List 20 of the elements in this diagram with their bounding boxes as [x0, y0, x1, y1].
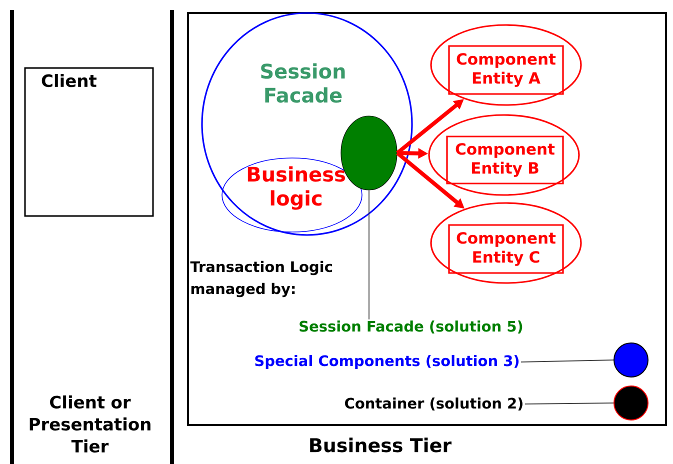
component-box: Component Entity C	[448, 224, 564, 274]
ellipse-label: Business logic	[248, 166, 345, 210]
legend-text: Session Facade (solution 5)	[300, 320, 522, 334]
legend-text: Container (solution 2)	[345, 398, 522, 410]
leader-line	[520, 360, 614, 362]
ellipse	[430, 24, 582, 106]
tier-label: Business Tier	[310, 438, 452, 452]
ellipse	[430, 202, 582, 284]
component-box: Component Entity B	[446, 136, 564, 184]
circle	[614, 342, 648, 378]
ellipse	[428, 114, 580, 196]
text-label: Client or Presentation Tier	[30, 395, 150, 453]
component-box: Component Entity A	[448, 45, 564, 95]
leader-line	[368, 190, 370, 320]
circle	[614, 386, 648, 420]
legend-text: Special Components (solution 3)	[255, 354, 519, 370]
text-label: Transaction Logic managed by:	[190, 260, 332, 298]
client-box: Client	[24, 67, 154, 217]
leader-line	[524, 402, 614, 404]
ellipse-label: Session Facade	[261, 63, 345, 103]
